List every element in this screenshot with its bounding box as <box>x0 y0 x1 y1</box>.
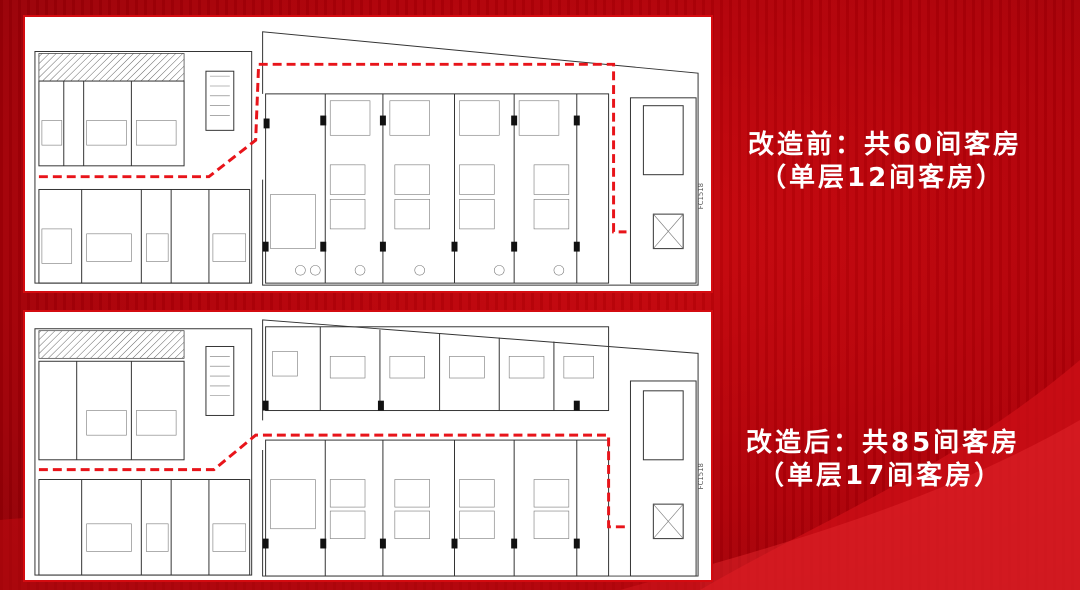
floor-plan-after: FC1518 <box>23 310 713 582</box>
plan-label: FC1518 <box>697 463 705 489</box>
before-title: 改造前：共60间客房 <box>748 130 1023 160</box>
floor-plan-before: FC1518 <box>23 15 713 293</box>
renovation-route-after <box>38 433 627 529</box>
after-title: 改造后：共85间客房 <box>746 428 1021 458</box>
floor-plan-drawing-after: FC1518 <box>34 319 705 577</box>
plan-label: FC1518 <box>697 183 705 209</box>
floor-plan-drawing-before: FC1518 <box>34 31 705 286</box>
after-subtitle: （单层17间客房） <box>758 461 1004 491</box>
before-subtitle: （单层12间客房） <box>760 163 1006 193</box>
renovation-route-before <box>38 62 627 234</box>
